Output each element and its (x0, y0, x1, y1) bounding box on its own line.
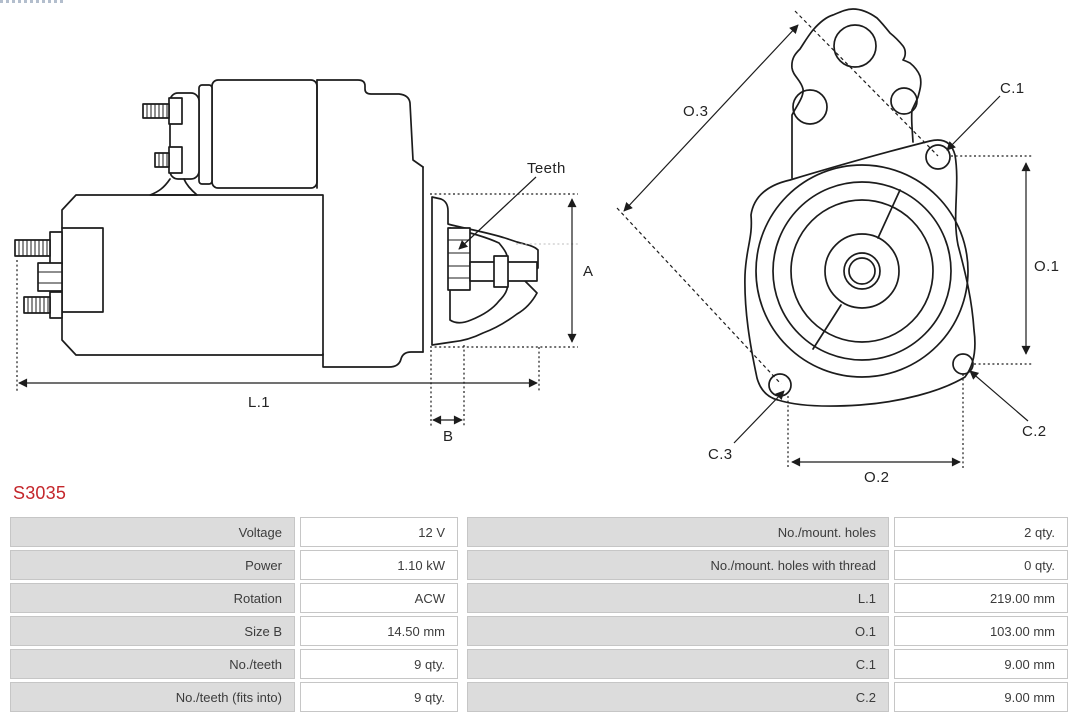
dim-label-C2: C.2 (1022, 423, 1047, 440)
mount-hole-c1 (925, 144, 951, 170)
solenoid-cap (198, 84, 213, 185)
spec-row: Size B 14.50 mm O.1 103.00 mm (10, 616, 1068, 646)
dimension-O3: O.3 (616, 10, 939, 385)
dimension-A: A (430, 193, 593, 348)
spec-label-cell: No./teeth (fits into) (10, 682, 295, 712)
head-hole-top (833, 24, 877, 68)
head-hole-right (890, 87, 918, 115)
spec-label-cell: C.1 (467, 649, 889, 679)
drive-end-housing (431, 196, 539, 346)
spec-value-cell: 0 qty. (894, 550, 1068, 580)
motor-body (61, 194, 324, 356)
spec-label-cell: Voltage (10, 517, 295, 547)
dim-label-teeth: Teeth (527, 160, 566, 177)
spec-value-cell: 103.00 mm (894, 616, 1068, 646)
dim-label-C3: C.3 (708, 446, 733, 463)
head-hole-left (792, 89, 828, 125)
dim-label-B: B (443, 428, 453, 445)
spec-label-cell: Power (10, 550, 295, 580)
spec-value-cell: 9.00 mm (894, 682, 1068, 712)
bracket-head (791, 8, 922, 179)
front-view-drawing: O.3 O.1 O.2 C.1 C.2 C.3 (616, 8, 1059, 486)
spec-row: Rotation ACW L.1 219.00 mm (10, 583, 1068, 613)
spec-row: Power 1.10 kW No./mount. holes with thre… (10, 550, 1068, 580)
solenoid-body (211, 79, 318, 189)
center-bracket (316, 79, 424, 368)
dimension-L1: L.1 (16, 260, 540, 411)
terminal-stud-top (14, 231, 63, 265)
callout-C3: C.3 (708, 390, 785, 463)
dim-label-O2: O.2 (864, 469, 889, 486)
part-number: S3035 (13, 483, 67, 503)
spec-label-cell: C.2 (467, 682, 889, 712)
teeth-callout: Teeth (458, 160, 566, 250)
spec-table: Voltage 12 V No./mount. holes 2 qty. Pow… (10, 517, 1068, 715)
spec-value-cell: 9.00 mm (894, 649, 1068, 679)
spec-label-cell: Size B (10, 616, 295, 646)
spec-label-cell: Rotation (10, 583, 295, 613)
dim-label-O1: O.1 (1034, 258, 1059, 275)
spec-row: No./teeth 9 qty. C.1 9.00 mm (10, 649, 1068, 679)
terminal-nut (37, 262, 63, 292)
spec-label-cell: No./teeth (10, 649, 295, 679)
spec-value-cell: 9 qty. (300, 649, 458, 679)
technical-drawing: A L.1 B Teeth (14, 8, 1059, 486)
spec-label-cell: L.1 (467, 583, 889, 613)
starter-motor-diagram: A L.1 B Teeth (14, 8, 1059, 486)
spec-value-cell: 2 qty. (894, 517, 1068, 547)
spec-label-cell: O.1 (467, 616, 889, 646)
shaft-collar (493, 255, 509, 288)
spec-value-cell: 219.00 mm (894, 583, 1068, 613)
spec-label-cell: No./mount. holes with thread (467, 550, 889, 580)
solenoid-stud-bottom (154, 146, 183, 174)
spec-row: No./teeth (fits into) 9 qty. C.2 9.00 mm (10, 682, 1068, 712)
spec-value-cell: 14.50 mm (300, 616, 458, 646)
callout-C1: C.1 (946, 80, 1025, 151)
solenoid-stud-top (142, 97, 183, 125)
mounting-flange (744, 139, 976, 407)
dimension-B: B (430, 345, 465, 445)
dim-label-O3: O.3 (683, 103, 708, 120)
dim-label-C1: C.1 (1000, 80, 1025, 97)
spec-value-cell: 12 V (300, 517, 458, 547)
spec-value-cell: 1.10 kW (300, 550, 458, 580)
spec-row: Voltage 12 V No./mount. holes 2 qty. (10, 517, 1068, 547)
solenoid-foot (149, 178, 198, 196)
mount-hole-c3 (768, 373, 792, 397)
housing-window (449, 227, 509, 324)
dimension-O2: O.2 (787, 374, 964, 486)
terminal-stud-bottom (23, 291, 63, 319)
callout-C2: C.2 (969, 370, 1047, 440)
spec-value-cell: 9 qty. (300, 682, 458, 712)
gear-housing-circles (755, 164, 969, 378)
terminal-block (61, 227, 104, 313)
side-view-drawing: A L.1 B Teeth (14, 79, 593, 445)
dim-label-A: A (583, 263, 593, 280)
dimension-O1: O.1 (951, 155, 1059, 365)
spec-value-cell: ACW (300, 583, 458, 613)
pinion-gear (447, 227, 471, 291)
page-edge-artifact (0, 0, 66, 3)
dim-label-L1: L.1 (248, 394, 270, 411)
spec-label-cell: No./mount. holes (467, 517, 889, 547)
